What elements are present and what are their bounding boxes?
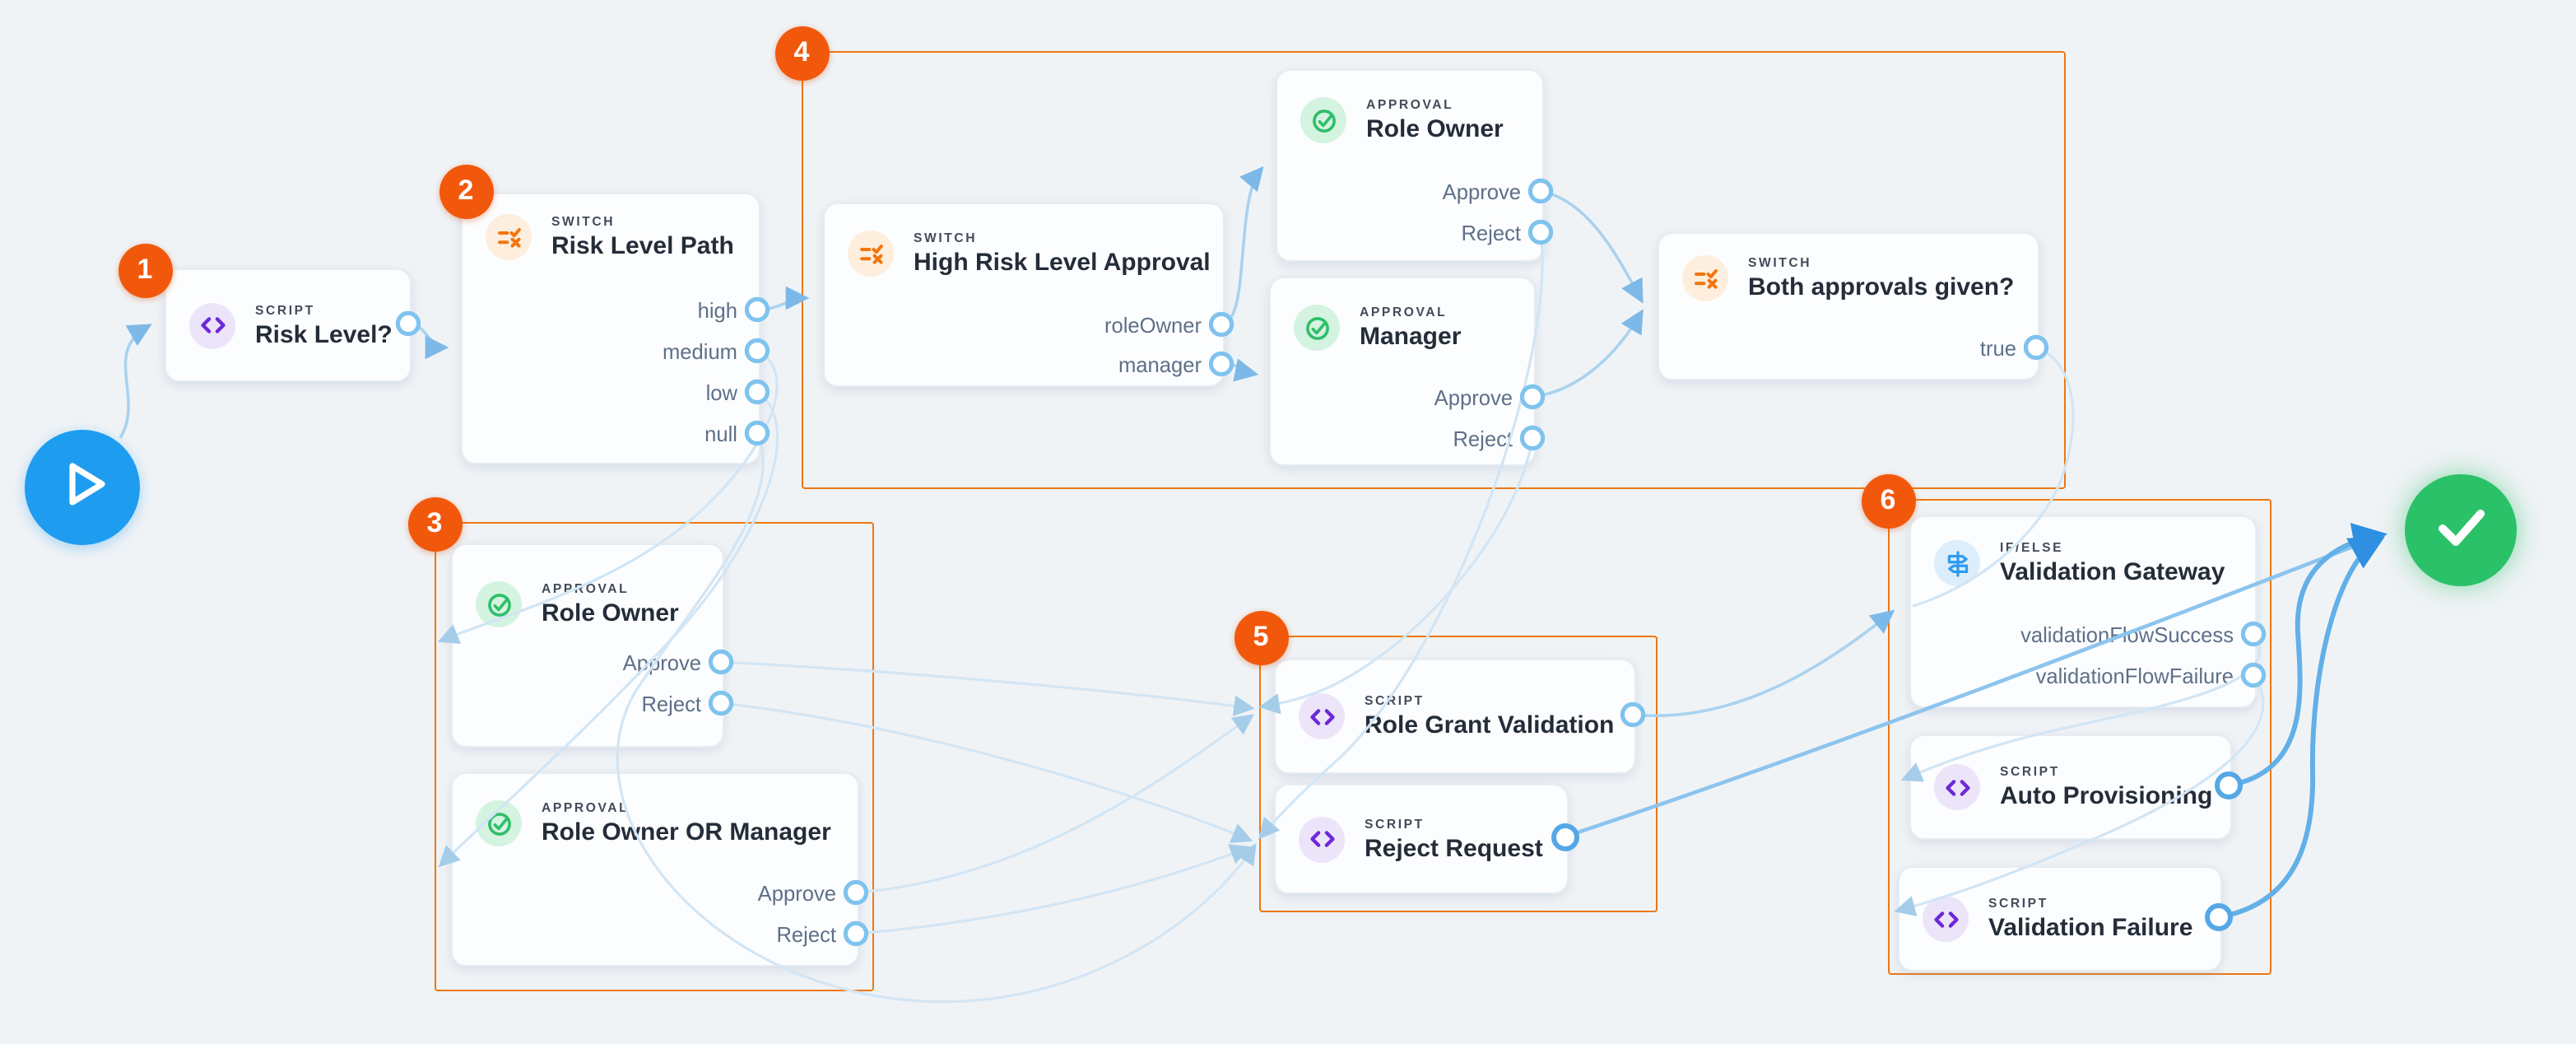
node-auto-provisioning[interactable]: SCRIPT Auto Provisioning: [1909, 734, 2232, 840]
script-icon: [1934, 764, 1980, 810]
node-type-label: APPROVAL: [1366, 97, 1454, 112]
badge-1: 1: [118, 243, 172, 297]
node-title: Role Owner OR Manager: [542, 818, 831, 846]
node-reject-request[interactable]: SCRIPT Reject Request: [1274, 784, 1569, 894]
node-title: Risk Level?: [255, 320, 393, 348]
node-title: Role Owner: [542, 599, 679, 627]
node-risk-level[interactable]: SCRIPT Risk Level?: [165, 268, 412, 382]
wire-risk-level-path.high-to-high-risk-level-approval: [756, 286, 810, 311]
play-icon: [25, 426, 140, 549]
node-validation-gateway[interactable]: IF/ELSE Validation Gateway validationFlowS…: [1909, 515, 2257, 708]
node-type-label: APPROVAL: [1360, 305, 1448, 319]
port-label-Approve: Approve: [757, 881, 836, 906]
node-type-label: SCRIPT: [2000, 764, 2060, 779]
check-icon: [2405, 470, 2517, 590]
port-label-high: high: [697, 298, 737, 323]
node-both-approvals[interactable]: SWITCH Both approvals given? true: [1658, 232, 2039, 380]
node-type-label: APPROVAL: [542, 581, 630, 596]
node-title: Manager: [1360, 323, 1462, 351]
node-title: Both approvals given?: [1748, 273, 2015, 301]
approval-icon: [476, 800, 522, 846]
script-icon: [1923, 896, 1969, 942]
wire-role-owner-or-manager.Reject-to-reject-request: [855, 844, 1252, 935]
wire-role-owner-or-manager.Approve-to-role-grant-validation: [855, 714, 1254, 894]
badge-6: 6: [1861, 473, 1915, 528]
port-label-validationFlowFailure: validationFlowFailure: [2035, 664, 2234, 688]
badge-2: 2: [439, 164, 493, 218]
node-type-label: SWITCH: [1748, 255, 1812, 270]
node-type-label: SWITCH: [551, 214, 616, 229]
start-node[interactable]: [25, 430, 140, 545]
wire-role-grant-validation-to-validation-gateway: [1632, 609, 1895, 717]
approval-icon: [1300, 97, 1346, 143]
script-icon: [189, 302, 235, 348]
node-type-label: SCRIPT: [1365, 816, 1425, 831]
port-label-Reject: Reject: [1453, 426, 1513, 451]
node-risk-level-path[interactable]: SWITCH Risk Level Path high medium low null: [461, 193, 760, 464]
node-role-grant-validation[interactable]: SCRIPT Role Grant Validation: [1274, 659, 1636, 774]
script-icon: [1299, 816, 1345, 862]
node-type-label: SCRIPT: [1988, 896, 2048, 911]
badge-5: 5: [1234, 610, 1288, 664]
node-validation-failure[interactable]: SCRIPT Validation Failure: [1898, 866, 2222, 972]
node-title: Reject Request: [1365, 834, 1543, 862]
node-high-risk-level-approval[interactable]: SWITCH High Risk Level Approval roleOwner m…: [823, 203, 1225, 387]
ifelse-icon: [1934, 540, 1980, 586]
switch-icon: [848, 231, 894, 277]
switch-icon: [1682, 255, 1728, 301]
node-type-label: SWITCH: [914, 231, 978, 245]
node-type-label: SCRIPT: [255, 302, 315, 317]
wire-start-to-risk-level: [119, 324, 152, 439]
node-title: Validation Failure: [1988, 914, 2193, 942]
badge-4: 4: [774, 26, 829, 80]
node-title: Validation Gateway: [2000, 558, 2225, 586]
port-label-Approve: Approve: [1434, 385, 1513, 410]
port-label-Approve: Approve: [622, 650, 701, 675]
wire-risk-level-to-risk-level-path: [407, 323, 449, 360]
node-type-label: IF/ELSE: [2000, 540, 2064, 555]
switch-icon: [486, 214, 532, 260]
end-node[interactable]: [2405, 474, 2517, 586]
node-title: Role Grant Validation: [1365, 711, 1615, 739]
port-label-Reject: Reject: [1461, 221, 1521, 245]
node-title: High Risk Level Approval: [914, 249, 1211, 277]
port-label-validationFlowSuccess: validationFlowSuccess: [2020, 622, 2234, 647]
port-label-Reject: Reject: [776, 922, 836, 947]
node-type-label: APPROVAL: [542, 800, 630, 815]
port-label-true: true: [1979, 336, 2016, 361]
node-title: Role Owner: [1366, 115, 1504, 143]
badge-3: 3: [407, 496, 462, 551]
port-label-Approve: Approve: [1442, 179, 1521, 204]
port-label-null: null: [704, 422, 737, 446]
script-icon: [1299, 693, 1345, 739]
approval-icon: [476, 581, 522, 627]
port-label-Reject: Reject: [641, 692, 701, 716]
node-title: Auto Provisioning: [2000, 782, 2213, 810]
port-label-medium: medium: [662, 339, 737, 364]
node-type-label: SCRIPT: [1365, 693, 1425, 708]
port-label-manager: manager: [1118, 352, 1202, 377]
node-title: Risk Level Path: [551, 232, 734, 260]
approval-icon: [1294, 305, 1340, 351]
port-label-roleOwner: roleOwner: [1104, 313, 1202, 338]
port-label-low: low: [705, 380, 737, 405]
